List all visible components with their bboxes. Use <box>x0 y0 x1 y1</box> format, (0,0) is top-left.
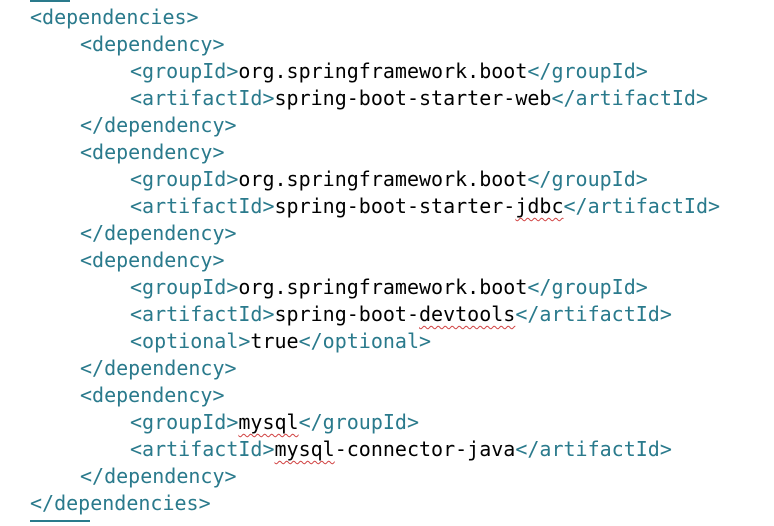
code-line[interactable]: <dependency> <box>80 247 225 274</box>
xml-tag: <dependencies> <box>30 5 199 29</box>
xml-tag: <dependency> <box>80 140 225 164</box>
code-line[interactable]: </dependencies> <box>30 490 211 517</box>
code-line[interactable]: <dependency> <box>80 139 225 166</box>
xml-tag: </artifactId> <box>551 86 708 110</box>
cropped-line-top <box>30 0 70 6</box>
code-line[interactable]: <dependency> <box>80 31 225 58</box>
xml-tag: </artifactId> <box>563 194 721 218</box>
xml-tag: <artifactId> <box>130 302 275 326</box>
code-line[interactable]: <dependencies> <box>30 4 199 31</box>
xml-text: org.springframework.boot <box>238 167 528 191</box>
code-line[interactable]: <groupId>mysql</groupId> <box>130 409 419 436</box>
xml-text: -connector-java <box>334 437 516 461</box>
code-line[interactable]: <artifactId>spring-boot-starter-jdbc</ar… <box>130 193 720 220</box>
xml-tag: </dependencies> <box>30 491 211 515</box>
xml-tag: </groupId> <box>527 59 648 83</box>
code-line[interactable]: <artifactId>spring-boot-starter-web</art… <box>130 85 708 112</box>
code-line[interactable]: <groupId>org.springframework.boot</group… <box>130 166 648 193</box>
code-line[interactable]: <optional>true</optional> <box>130 328 431 355</box>
xml-tag: </artifactId> <box>515 437 672 461</box>
code-line[interactable]: </dependency> <box>80 355 237 382</box>
spell-flagged-text: devtools <box>419 302 516 326</box>
xml-tag: <groupId> <box>130 59 239 83</box>
xml-tag: <artifactId> <box>130 194 275 218</box>
xml-tag: <artifactId> <box>130 86 275 110</box>
xml-text: spring-boot-starter-web <box>274 86 552 110</box>
spell-flagged-text: jdbc <box>515 194 564 218</box>
xml-tag: </groupId> <box>298 410 420 434</box>
code-line[interactable]: <artifactId>spring-boot-devtools</artifa… <box>130 301 672 328</box>
xml-text: spring-boot- <box>274 302 420 326</box>
xml-tag: <groupId> <box>130 167 239 191</box>
xml-tag: <dependency> <box>80 32 225 56</box>
xml-text: org.springframework.boot <box>238 59 528 83</box>
xml-tag: <dependency> <box>80 248 225 272</box>
xml-tag: <groupId> <box>130 275 239 299</box>
xml-tag: <artifactId> <box>130 437 275 461</box>
spell-flagged-text: mysql <box>238 410 299 434</box>
xml-tag: </artifactId> <box>515 302 672 326</box>
xml-tag: </dependency> <box>80 464 237 488</box>
code-line[interactable]: <groupId>org.springframework.boot</group… <box>130 274 648 301</box>
xml-tag: </dependency> <box>80 113 237 137</box>
xml-tag: </groupId> <box>527 167 648 191</box>
xml-tag: <groupId> <box>130 410 239 434</box>
code-line[interactable]: </dependency> <box>80 112 237 139</box>
cropped-line-bottom <box>30 520 90 526</box>
code-line[interactable]: </dependency> <box>80 463 237 490</box>
xml-text: org.springframework.boot <box>238 275 528 299</box>
code-line[interactable]: <artifactId>mysql-connector-java</artifa… <box>130 436 672 463</box>
xml-tag: </dependency> <box>80 221 237 245</box>
xml-text: true <box>250 329 299 353</box>
xml-tag: <optional> <box>130 329 251 353</box>
xml-text: spring-boot-starter- <box>274 194 516 218</box>
code-line[interactable]: <groupId>org.springframework.boot</group… <box>130 58 648 85</box>
xml-tag: <dependency> <box>80 383 225 407</box>
code-line[interactable]: <dependency> <box>80 382 225 409</box>
code-line[interactable]: </dependency> <box>80 220 237 247</box>
xml-tag: </groupId> <box>527 275 648 299</box>
spell-flagged-text: mysql <box>274 437 335 461</box>
xml-tag: </dependency> <box>80 356 237 380</box>
xml-tag: </optional> <box>298 329 432 353</box>
